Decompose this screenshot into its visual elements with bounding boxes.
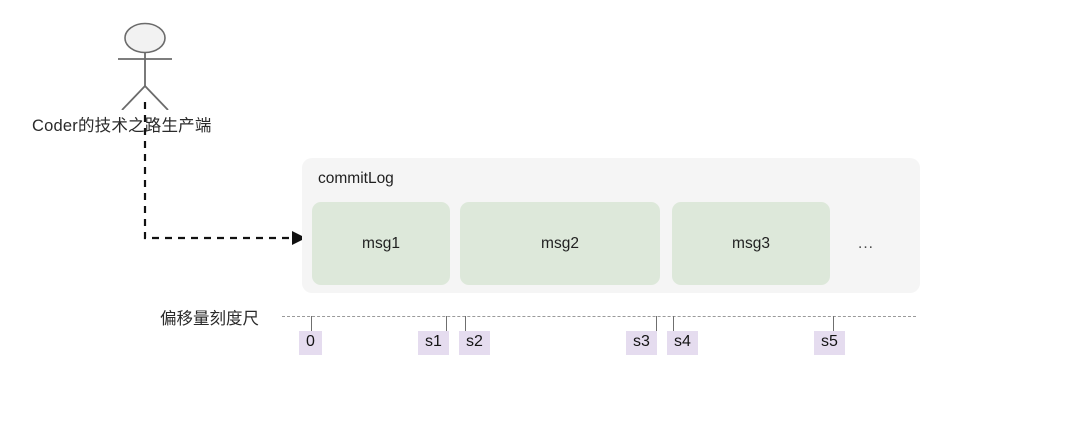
ruler-tick-s2 [465, 316, 466, 333]
ruler-tick-s3 [656, 316, 657, 333]
ruler-tick-label-s1: s1 [418, 331, 449, 355]
message-overflow-ellipsis: ... [858, 234, 874, 252]
ruler-tick-label-0: 0 [299, 331, 322, 355]
offset-ruler-line [282, 316, 916, 317]
message-box-msg1: msg1 [312, 202, 450, 285]
ruler-tick-s1 [446, 316, 447, 333]
ruler-tick-s4 [673, 316, 674, 333]
message-box-msg2: msg2 [460, 202, 660, 285]
message-box-msg3: msg3 [672, 202, 830, 285]
ruler-tick-label-s5: s5 [814, 331, 845, 355]
actor-label: Coder的技术之路生产端 [32, 117, 212, 135]
offset-ruler-label: 偏移量刻度尺 [160, 310, 259, 328]
ruler-tick-label-s3: s3 [626, 331, 657, 355]
commitlog-title: commitLog [318, 170, 394, 187]
ruler-tick-label-s2: s2 [459, 331, 490, 355]
commitlog-container: commitLog msg1 msg2 msg3 ... [302, 158, 920, 293]
message-list: msg1 msg2 msg3 ... [312, 202, 910, 285]
stick-figure-actor-icon [100, 18, 192, 111]
ruler-tick-0 [311, 316, 312, 333]
ruler-tick-s5 [833, 316, 834, 333]
ruler-tick-label-s4: s4 [667, 331, 698, 355]
dashed-arrow-icon [120, 100, 340, 260]
